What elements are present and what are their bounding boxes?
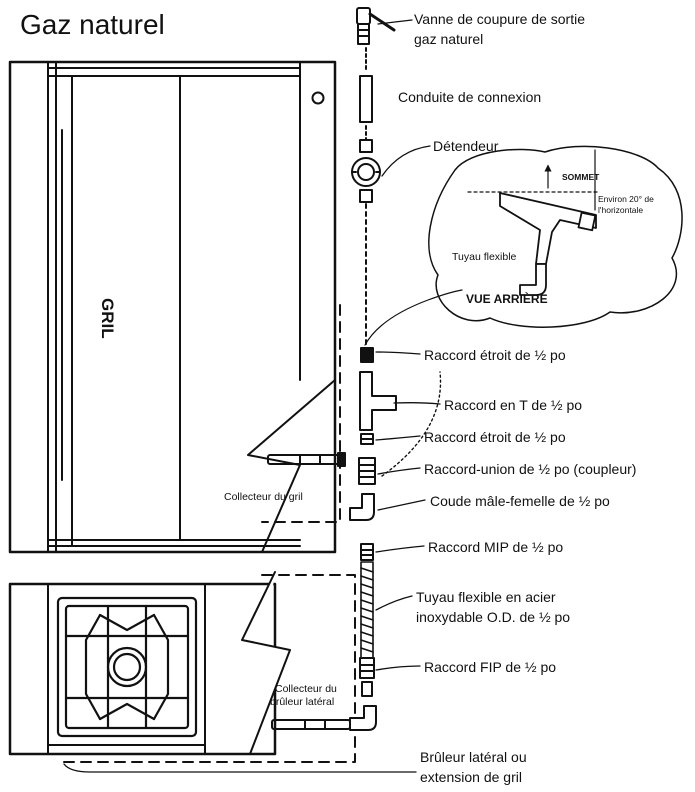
label-mip-fitting: Raccord MIP de ½ po (428, 539, 564, 555)
label-tee-fitting: Raccord en T de ½ po (444, 397, 583, 413)
label-side-manifold-line2: brûleur latéral (270, 696, 335, 708)
page-title: Gaz naturel (20, 9, 165, 40)
steel-flex-hose (360, 561, 374, 659)
union-fitting (358, 457, 376, 485)
shutoff-valve-icon (356, 7, 396, 45)
grill-cabinet (8, 60, 337, 554)
regulator-icon (351, 139, 381, 203)
connection-pipe (359, 75, 373, 123)
label-grill-manifold: Collecteur du gril (224, 491, 303, 503)
label-shutoff-valve-line2: gaz naturel (414, 31, 484, 47)
label-shutoff-valve-line1: Vanne de coupure de sortie (414, 11, 585, 27)
label-fip-fitting: Raccord FIP de ½ po (424, 659, 557, 675)
label-side-burner-line1: Brûleur latéral ou (420, 749, 527, 765)
grill-label: GRIL (98, 298, 117, 339)
grill-break (247, 379, 336, 553)
label-narrow-fitting-1: Raccord étroit de ½ po (424, 347, 566, 363)
label-side-manifold-line1: Collecteur du (275, 683, 337, 695)
label-rear-view: VUE ARRIÈRE (466, 292, 548, 306)
narrow-fitting-1 (360, 347, 374, 363)
leader-lines (63, 19, 463, 773)
rear-view-inset (428, 145, 683, 328)
label-angle-line1: Environ 20° de (598, 194, 654, 204)
tee-fitting-icon (359, 371, 397, 431)
label-top: SOMMET (562, 172, 600, 182)
side-burner-cabinet (8, 571, 291, 756)
side-elbow-icon (349, 705, 377, 731)
label-steel-hose-line1: Tuyau flexible en acier (416, 589, 556, 605)
inset-guides (467, 149, 601, 211)
grill-manifold (267, 452, 346, 467)
mip-fitting (360, 543, 374, 561)
fip-fitting (359, 657, 375, 697)
knob-icon (311, 91, 325, 105)
narrow-fitting-2 (360, 433, 374, 445)
label-flex-hose-inset: Tuyau flexible (452, 251, 517, 263)
side-burner-manifold (271, 719, 351, 730)
inset-tee-assembly (499, 192, 597, 296)
label-angle-line2: l'horizontale (598, 205, 644, 215)
label-side-burner-line2: extension de gril (420, 769, 522, 785)
label-elbow: Coude mâle-femelle de ½ po (430, 493, 610, 509)
label-regulator: Détendeur (433, 138, 499, 154)
burner-grate-icon (56, 596, 198, 738)
dashed-guides (63, 304, 356, 763)
label-connection-pipe: Conduite de connexion (398, 89, 542, 105)
label-steel-hose-line2: inoxydable O.D. de ½ po (416, 609, 571, 625)
label-narrow-fitting-2: Raccord étroit de ½ po (424, 429, 566, 445)
elbow-icon (349, 493, 375, 521)
label-union-fitting: Raccord-union de ½ po (coupleur) (424, 461, 637, 477)
